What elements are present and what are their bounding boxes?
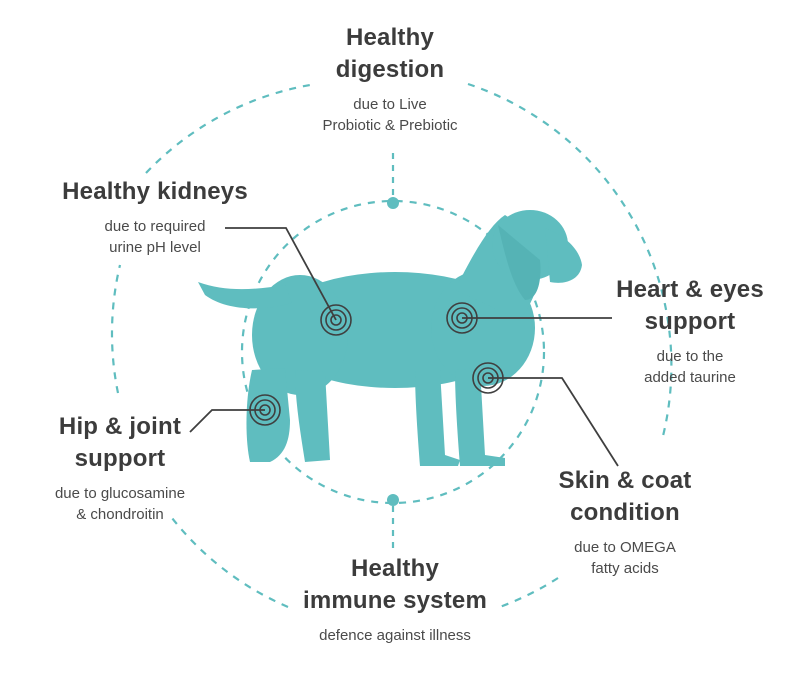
benefit-title: Healthy kidneys [62,178,248,205]
bottom-node-dot [387,494,399,506]
benefit-immune: Healthy immune system defence against il… [275,553,515,646]
benefit-digestion: Healthy digestion due to Live Probiotic … [290,22,490,136]
puppy-silhouette-icon [198,210,582,466]
benefit-kidneys: Healthy kidneys due to required urine pH… [40,176,270,258]
benefit-description: due to glucosamine & chondroitin [54,485,186,523]
target-marker-hip-joint [249,394,281,426]
inner-dashed-ring [240,199,546,505]
benefit-title: Healthy immune system [302,555,487,614]
benefit-hip-joint: Hip & joint support due to glucosamine &… [20,411,220,525]
skin-coat-leader [488,377,619,467]
benefit-title: Skin & coat condition [558,467,692,526]
benefit-title: Hip & joint support [58,413,182,472]
benefit-skin-coat: Skin & coat condition due to OMEGA fatty… [525,465,725,579]
top-node-dot [387,197,399,209]
benefit-title: Heart & eyes support [616,276,764,335]
benefit-description: due to OMEGA fatty acids [574,539,676,577]
leader-lines [189,227,619,467]
benefit-description: due to the added taurine [644,348,736,386]
benefit-description: defence against illness [319,627,471,644]
benefit-description: due to Live Probiotic & Prebiotic [322,96,458,134]
target-marker-heart-eyes [446,302,478,334]
hip-joint-leader [189,409,265,433]
target-marker-skin-coat [472,362,504,394]
target-marker-kidneys [320,304,352,336]
benefit-title: Healthy digestion [335,24,445,83]
benefit-description: due to required urine pH level [104,218,206,256]
benefit-heart-eyes: Heart & eyes support due to the added ta… [590,274,790,388]
outer-dashed-ring [110,82,673,610]
kidneys-leader [225,227,337,321]
